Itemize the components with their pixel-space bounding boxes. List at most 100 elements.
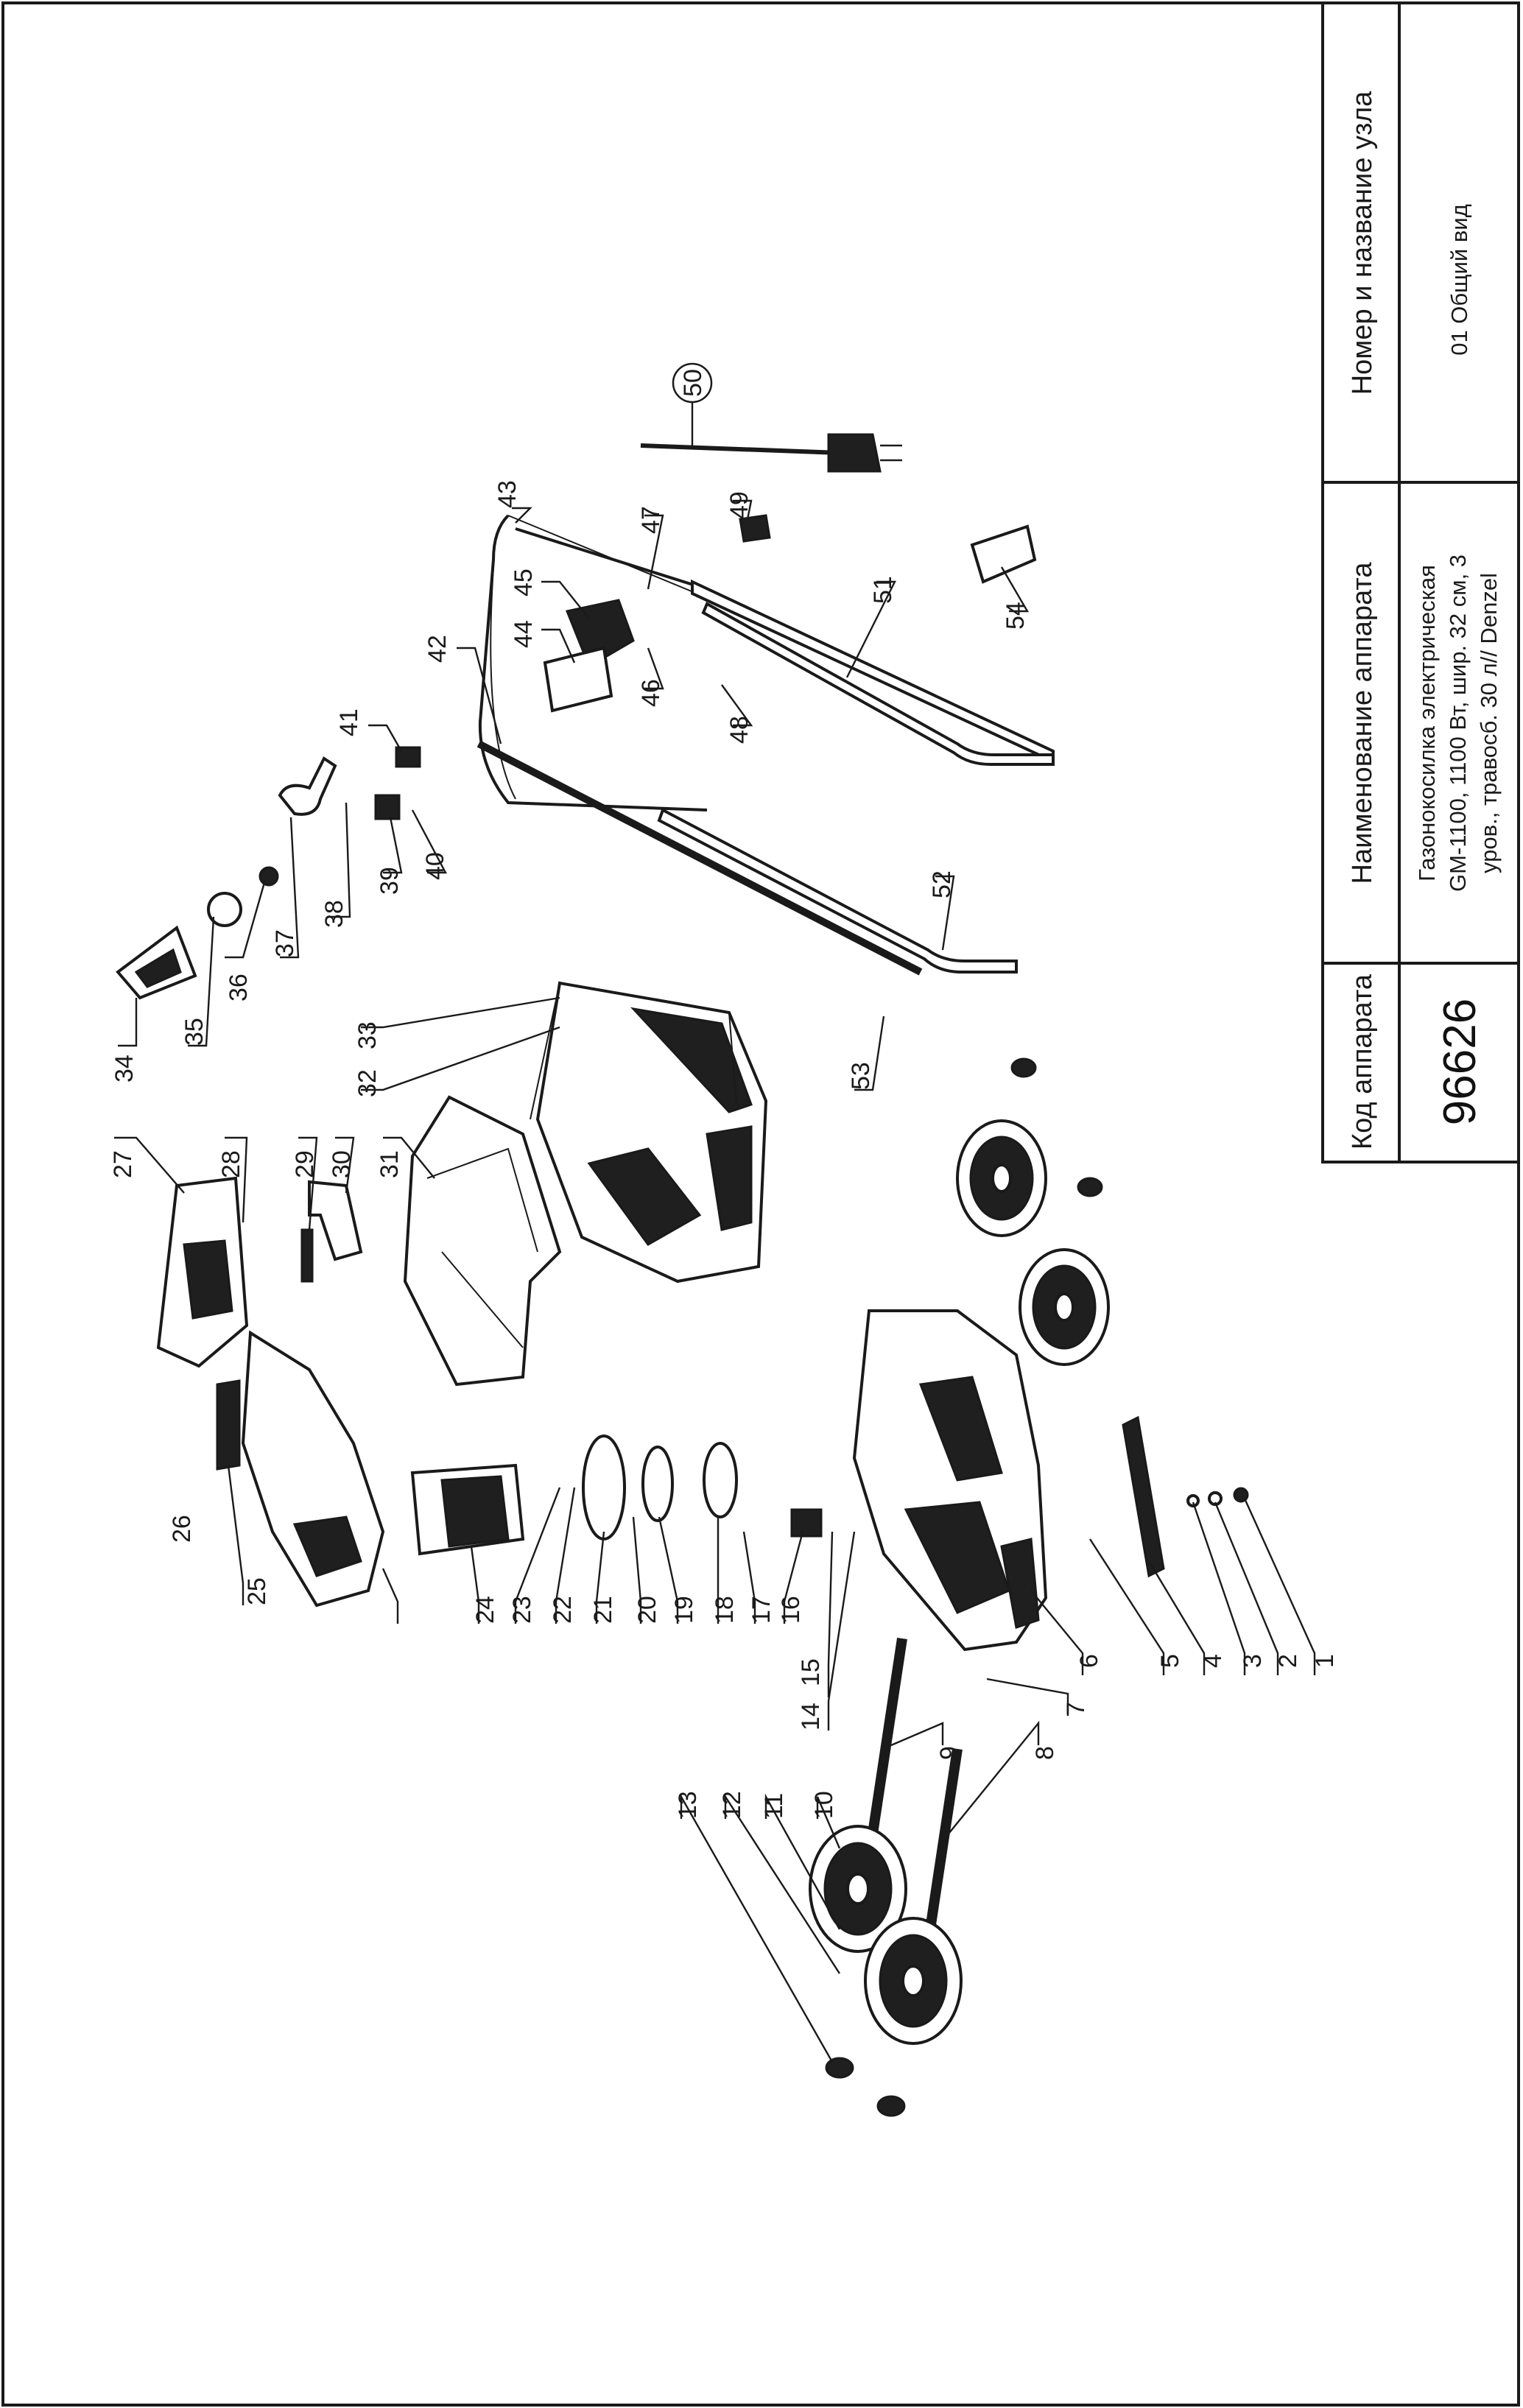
parts-illustration: 1 2 3 4 5 6 7 8 9 10 11 12 13 14 15 16 1… xyxy=(109,362,1339,2117)
callout-34: 34 xyxy=(110,1055,138,1082)
callout-43: 43 xyxy=(493,480,521,508)
title-name-header: Наименование аппарата xyxy=(1347,562,1378,884)
callout-8: 8 xyxy=(1031,1746,1059,1760)
knob-37 xyxy=(258,866,279,887)
callout-13: 13 xyxy=(674,1791,702,1819)
callout-16: 16 xyxy=(777,1596,805,1624)
flap-handle-30 xyxy=(308,1180,363,1261)
callout-3: 3 xyxy=(1239,1654,1267,1668)
washer-20 xyxy=(641,1446,674,1522)
axle-9 xyxy=(868,1637,907,1835)
callout-27: 27 xyxy=(109,1150,137,1178)
callout-20: 20 xyxy=(633,1596,661,1624)
fan-21 xyxy=(582,1434,626,1541)
callout-4: 4 xyxy=(1199,1654,1227,1668)
catcher-frame-31 xyxy=(403,1095,562,1387)
callout-5: 5 xyxy=(1156,1654,1184,1668)
callout-33: 33 xyxy=(354,1021,381,1049)
rear-hubcap-upper xyxy=(1010,1057,1037,1078)
callout-12: 12 xyxy=(718,1791,746,1819)
callout-6: 6 xyxy=(1075,1654,1103,1668)
bolt-1 xyxy=(1233,1487,1249,1503)
spring-29 xyxy=(300,1228,314,1283)
title-code-value: 96626 xyxy=(1435,999,1485,1125)
knob-36 xyxy=(207,892,242,927)
switch-box xyxy=(565,599,635,669)
callout-50: 50 xyxy=(679,369,707,397)
washer-3 xyxy=(1186,1494,1200,1507)
callout-29: 29 xyxy=(291,1150,319,1178)
leader-lines xyxy=(114,362,1316,2063)
callout-17: 17 xyxy=(748,1596,775,1624)
callout-52: 52 xyxy=(928,870,956,898)
clip-41 xyxy=(395,746,421,768)
switch-lever xyxy=(543,646,613,713)
callout-26: 26 xyxy=(168,1515,196,1543)
callout-44: 44 xyxy=(510,620,538,648)
callout-19: 19 xyxy=(670,1596,698,1624)
callout-10: 10 xyxy=(810,1791,838,1819)
callout-11: 11 xyxy=(760,1793,788,1819)
callout-28: 28 xyxy=(217,1150,245,1178)
title-block: Код аппарата Наименование аппарата Номер… xyxy=(1321,1,1520,1163)
callout-14: 14 xyxy=(797,1703,825,1731)
bearing-16 xyxy=(790,1508,823,1538)
lower-handle-tube-51 xyxy=(701,602,1055,766)
callout-40: 40 xyxy=(421,852,449,880)
title-name-value-line2: GM-1100, 1100 Вт, шир. 32 см, 3 xyxy=(1445,555,1471,892)
front-wheel-second xyxy=(864,1917,963,2045)
axle-8 xyxy=(923,1747,963,1946)
cable-42 xyxy=(476,740,923,976)
callout-41: 41 xyxy=(335,708,363,736)
wheel-hub-18 xyxy=(703,1442,738,1518)
callout-51: 51 xyxy=(869,576,897,604)
title-name-value-line3: уров., травосб. 30 л// Denzel xyxy=(1476,573,1502,873)
lower-handle-tube-52 xyxy=(657,808,1018,974)
rear-wheel-upper xyxy=(956,1119,1047,1237)
callout-30: 30 xyxy=(328,1150,356,1178)
callout-35: 35 xyxy=(180,1018,208,1046)
rear-hubcap-mid xyxy=(1077,1177,1103,1197)
callout-42: 42 xyxy=(423,635,451,663)
handle-lever-38 xyxy=(278,756,337,816)
clip-39 xyxy=(374,794,401,820)
callout-53: 53 xyxy=(847,1062,875,1090)
callout-46: 46 xyxy=(637,679,665,707)
callout-1: 1 xyxy=(1311,1654,1339,1668)
grille-26 xyxy=(216,1379,241,1471)
callout-38: 38 xyxy=(320,900,348,928)
cable-clip-49 xyxy=(739,514,771,543)
callout-25: 25 xyxy=(243,1577,271,1605)
title-name-value-line1: Газонокосилка электрическая xyxy=(1414,565,1440,881)
title-node-value: 01 Общий вид xyxy=(1446,204,1472,356)
callout-7: 7 xyxy=(1062,1702,1090,1716)
rear-wheel-lower xyxy=(1019,1248,1110,1366)
title-node-header: Номер и название узла xyxy=(1347,91,1378,395)
power-cord xyxy=(640,443,840,455)
callout-18: 18 xyxy=(711,1596,739,1624)
wheel-cap-13 xyxy=(825,2057,854,2079)
callout-47: 47 xyxy=(637,506,665,534)
power-plug xyxy=(827,433,882,473)
callout-labels: 1 2 3 4 5 6 7 8 9 10 11 12 13 14 15 16 1… xyxy=(109,369,1339,1819)
callout-24: 24 xyxy=(471,1596,499,1624)
callout-31: 31 xyxy=(376,1150,404,1178)
callout-23: 23 xyxy=(508,1596,536,1624)
callout-21: 21 xyxy=(589,1596,617,1624)
callout-36: 36 xyxy=(225,974,253,1001)
callout-37: 37 xyxy=(271,929,299,957)
callout-45: 45 xyxy=(510,568,538,596)
callout-49: 49 xyxy=(725,491,753,519)
callout-9: 9 xyxy=(935,1746,963,1760)
callout-39: 39 xyxy=(376,867,404,895)
wheel-cap-lower xyxy=(876,2095,906,2117)
cord-holder-54 xyxy=(970,524,1037,584)
callout-15: 15 xyxy=(797,1658,825,1686)
callout-54: 54 xyxy=(1002,602,1030,630)
callout-2: 2 xyxy=(1274,1654,1302,1668)
callout-32: 32 xyxy=(354,1069,381,1097)
blade-5 xyxy=(1122,1415,1165,1578)
